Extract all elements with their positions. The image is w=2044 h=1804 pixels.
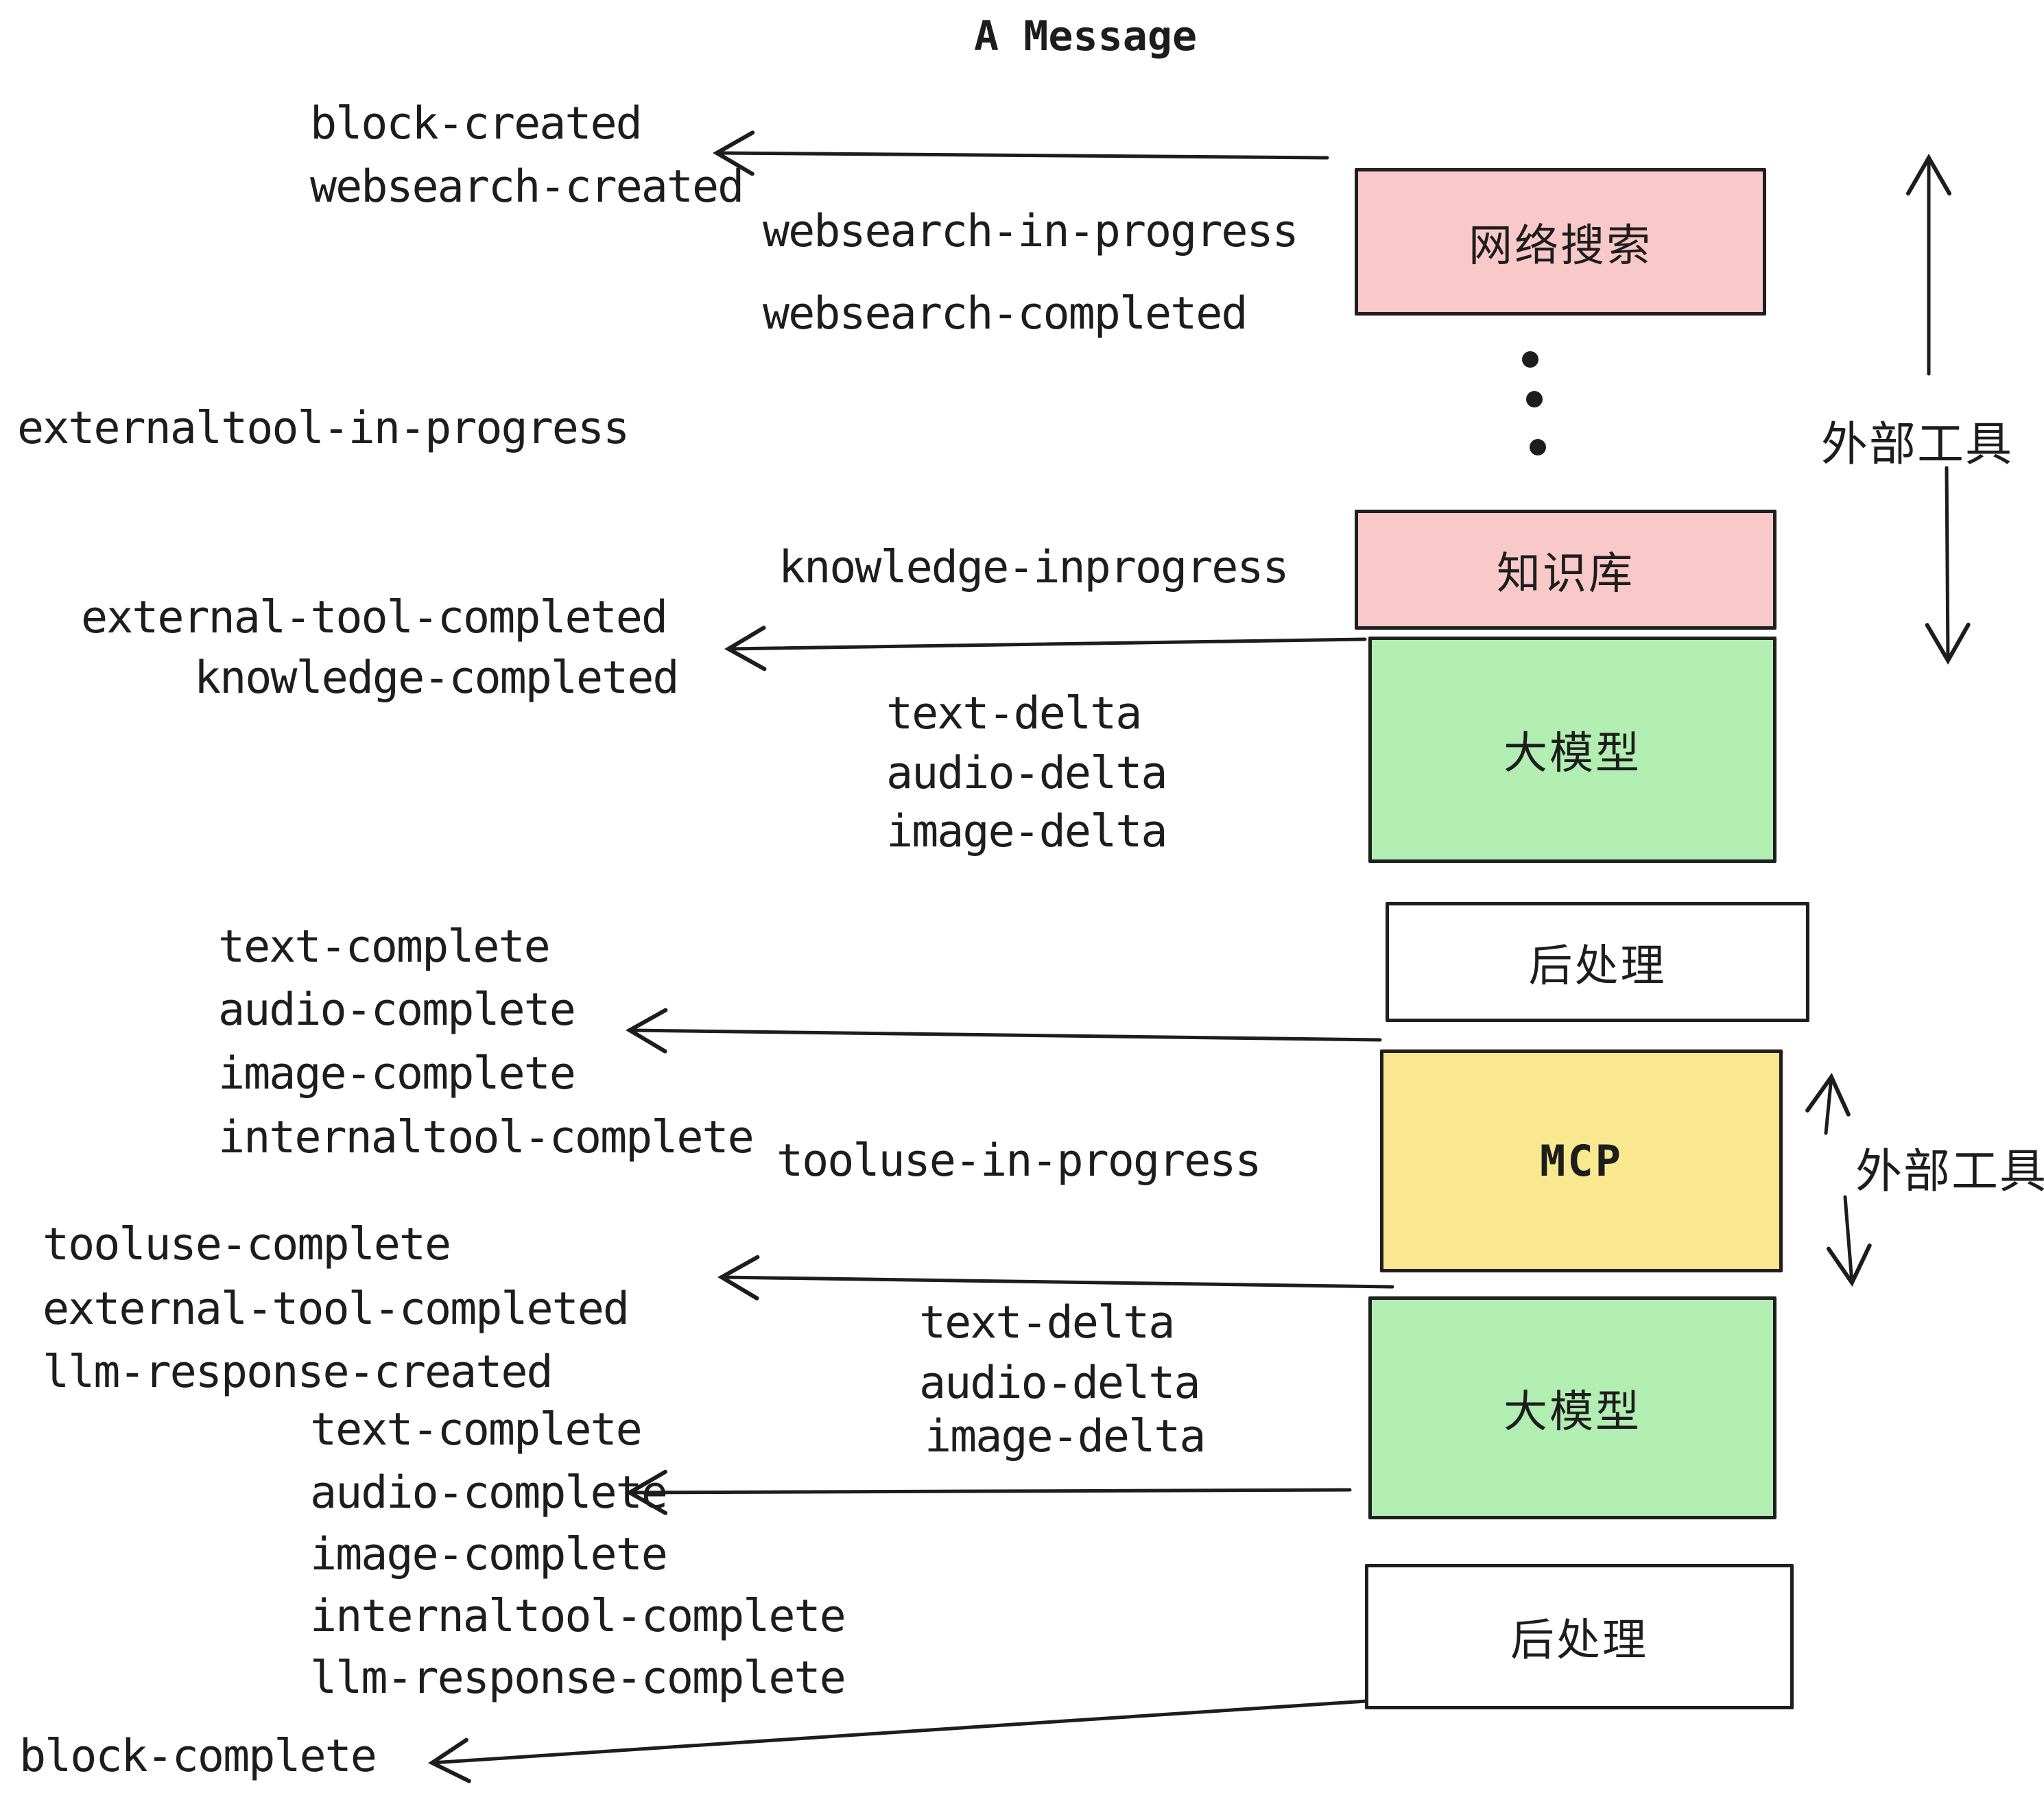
event-llm-response-complete: llm-response-complete bbox=[310, 1652, 846, 1704]
box-knowledge: 知识库 bbox=[1355, 510, 1776, 630]
event-image-delta-2: image-delta bbox=[925, 1411, 1206, 1462]
box-websearch-label: 网络搜索 bbox=[1469, 220, 1652, 272]
event-image-complete-2: image-complete bbox=[310, 1529, 668, 1580]
external-tools-label-mcp: 外部工具 bbox=[1855, 1145, 2044, 1199]
event-internaltool-complete-2: internaltool-complete bbox=[310, 1591, 846, 1642]
box-postprocess-1-label: 后处理 bbox=[1528, 940, 1667, 992]
event-internaltool-complete-1: internaltool-complete bbox=[218, 1112, 754, 1163]
event-websearch-created: websearch-created bbox=[310, 161, 744, 213]
arrow-to-image-complete bbox=[625, 1008, 1382, 1054]
box-websearch: 网络搜索 bbox=[1355, 168, 1766, 316]
external-tools-label-top: 外部工具 bbox=[1821, 418, 2014, 472]
event-knowledge-completed: knowledge-completed bbox=[194, 652, 680, 704]
event-text-complete-1: text-complete bbox=[218, 921, 551, 973]
box-llm-1: 大模型 bbox=[1368, 637, 1776, 863]
arrow-to-audio-complete bbox=[625, 1469, 1352, 1515]
event-text-delta-2: text-delta bbox=[919, 1297, 1175, 1349]
arrow-to-websearch-created bbox=[712, 130, 1329, 176]
ellipsis-dots bbox=[1522, 351, 1546, 455]
event-external-tool-completed-1: external-tool-completed bbox=[81, 592, 668, 643]
event-text-delta-1: text-delta bbox=[886, 688, 1142, 739]
event-websearch-in-progress: websearch-in-progress bbox=[763, 206, 1299, 257]
event-block-created: block-created bbox=[310, 98, 643, 150]
arrow-to-tooluse-complete bbox=[717, 1255, 1394, 1301]
event-knowledge-inprogress: knowledge-inprogress bbox=[779, 542, 1290, 593]
box-llm-2-label: 大模型 bbox=[1504, 1386, 1641, 1438]
box-postprocess-1: 后处理 bbox=[1386, 902, 1809, 1022]
box-knowledge-label: 知识库 bbox=[1497, 548, 1635, 600]
event-llm-response-created: llm-response-created bbox=[43, 1346, 554, 1398]
external-tools-down-arrow bbox=[1925, 466, 1971, 665]
event-audio-delta-2: audio-delta bbox=[919, 1357, 1200, 1409]
arrow-to-knowledge-completed bbox=[724, 626, 1367, 672]
event-block-complete: block-complete bbox=[19, 1731, 377, 1782]
event-audio-complete-1: audio-complete bbox=[218, 984, 576, 1036]
box-postprocess-2: 后处理 bbox=[1365, 1564, 1794, 1709]
event-external-tool-completed-2: external-tool-completed bbox=[43, 1283, 630, 1335]
mcp-external-tools-down-arrow bbox=[1826, 1195, 1872, 1287]
event-audio-complete-2: audio-complete bbox=[310, 1467, 668, 1519]
box-llm-1-label: 大模型 bbox=[1504, 728, 1641, 779]
event-externaltool-in-progress: externaltool-in-progress bbox=[17, 403, 630, 454]
event-image-delta-1: image-delta bbox=[886, 806, 1167, 857]
box-postprocess-2-label: 后处理 bbox=[1510, 1615, 1648, 1666]
event-text-complete-2: text-complete bbox=[310, 1404, 643, 1456]
event-websearch-completed: websearch-completed bbox=[763, 288, 1248, 340]
event-tooluse-in-progress: tooluse-in-progress bbox=[776, 1135, 1262, 1187]
box-mcp-label: MCP bbox=[1540, 1136, 1623, 1186]
box-llm-2: 大模型 bbox=[1368, 1296, 1776, 1519]
box-mcp: MCP bbox=[1380, 1049, 1783, 1272]
diagram-title: A Message bbox=[974, 12, 1198, 60]
event-image-complete-1: image-complete bbox=[218, 1048, 576, 1100]
mcp-external-tools-up-arrow bbox=[1805, 1073, 1851, 1135]
event-tooluse-complete: tooluse-complete bbox=[43, 1219, 451, 1270]
event-audio-delta-1: audio-delta bbox=[886, 748, 1167, 799]
arrow-to-block-complete bbox=[428, 1699, 1368, 1783]
